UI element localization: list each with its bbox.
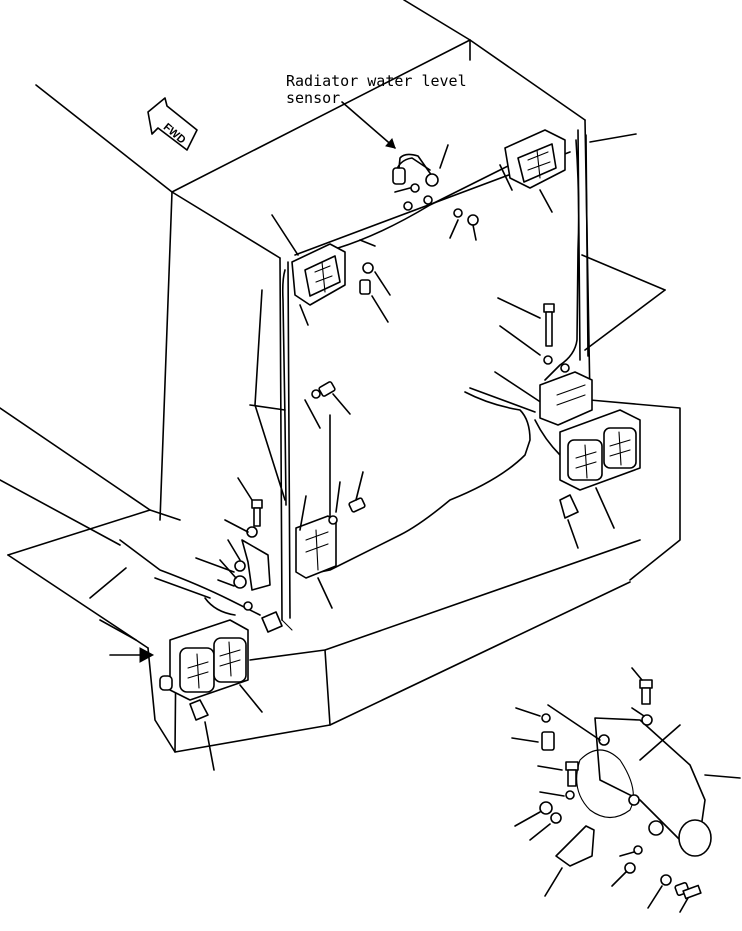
radiator-water-level-sensor [341,101,449,211]
lamp-rear-left [109,619,263,771]
lamp-rear-right [559,409,641,549]
sensor-callout: Radiator water level sensor [286,73,467,107]
leader-lines-right [494,133,666,406]
connector-left [89,567,283,641]
sensor-callout-line-2: sensor [286,89,341,107]
lamp-upper-left [291,243,346,326]
relay-box [539,363,593,426]
bracket-left [195,477,271,591]
machine-body [0,0,681,753]
sensor-callout-line-1: Radiator water level [286,72,467,90]
fastener-set-mid [249,214,351,501]
detail-inset [511,667,741,913]
fastener-set-top [359,208,479,323]
long-bolt-right [543,303,555,365]
lamp-center-lower [295,471,366,609]
lamp-upper-right [504,129,566,213]
wire-harness [119,139,580,616]
fwd-arrow-icon: FWD [147,97,198,151]
